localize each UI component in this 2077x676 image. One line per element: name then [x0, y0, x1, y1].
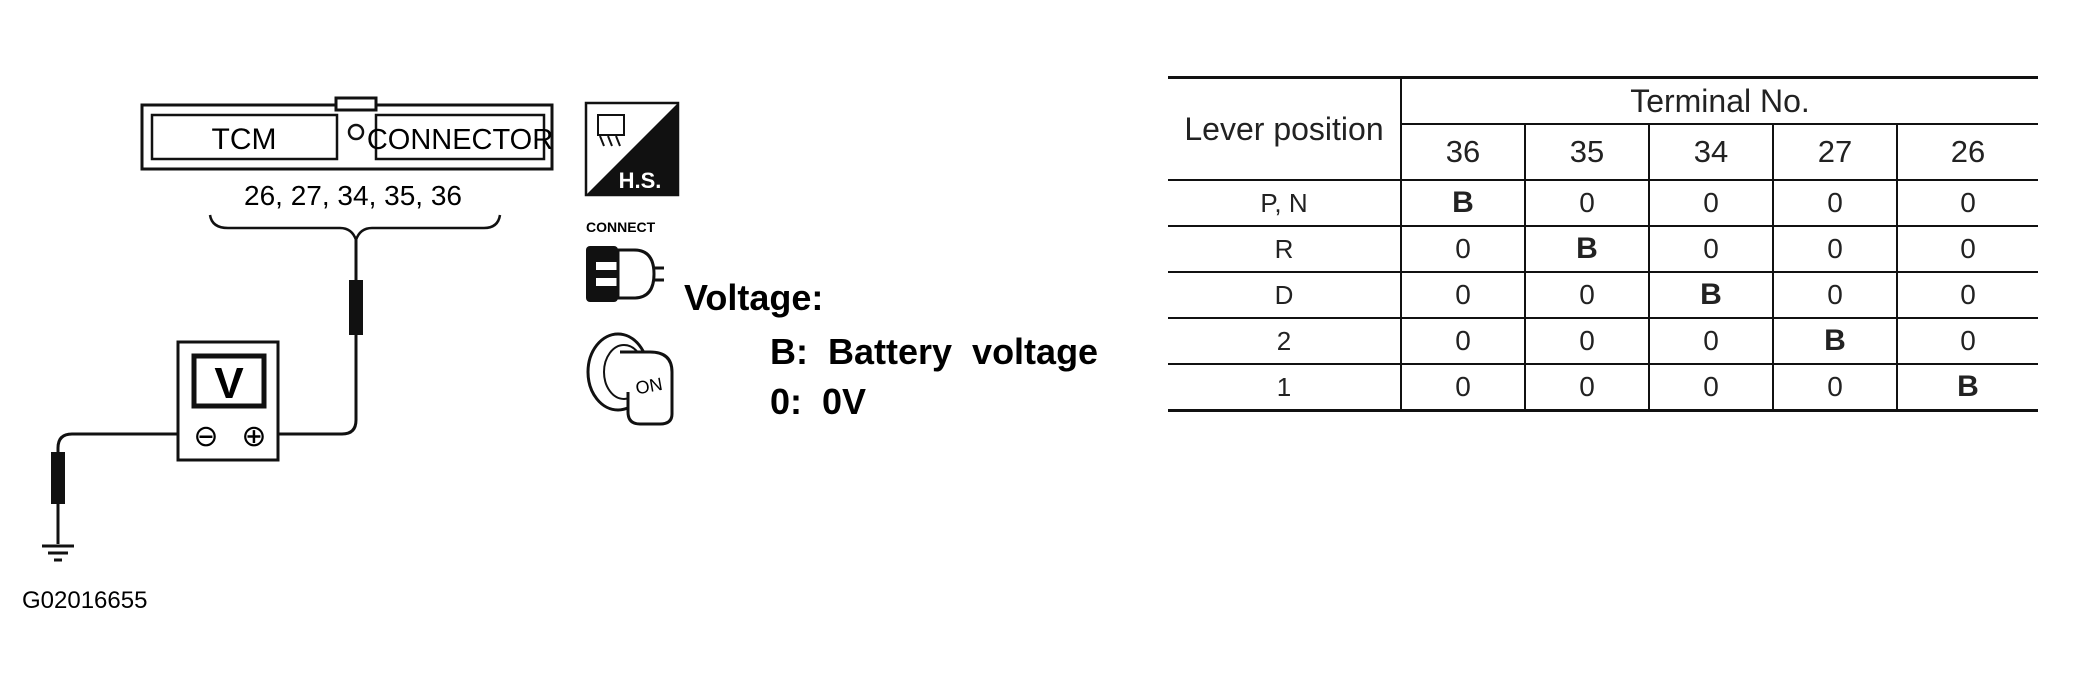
ignition-label: ON: [634, 374, 664, 398]
hs-icon: H.S.: [584, 101, 680, 197]
voltage-cell: 0: [1524, 317, 1650, 365]
voltage-cell: 0: [1400, 271, 1526, 319]
voltage-cell: 0: [1524, 363, 1650, 412]
terminal-column-header: 27: [1772, 123, 1898, 181]
terminal-column-header: 35: [1524, 123, 1650, 181]
lever-position-cell: 1: [1168, 363, 1402, 412]
terminal-voltage-table-wrapper: Lever position Terminal No. 36 35 34 27 …: [1168, 76, 2038, 412]
lever-position-cell: D: [1168, 271, 1402, 319]
voltage-cell: 0: [1772, 179, 1898, 227]
voltage-title: Voltage:: [684, 277, 823, 318]
voltage-cell: B: [1400, 179, 1526, 227]
connect-label: CONNECT: [586, 219, 656, 235]
voltage-cell: 0: [1648, 317, 1774, 365]
tcm-connector: TCM CONNECTOR: [140, 96, 554, 171]
terminal-column-header: 36: [1400, 123, 1526, 181]
figure-id: G02016655: [22, 587, 147, 614]
voltage-cell: 0: [1648, 179, 1774, 227]
voltage-cell: 0: [1400, 317, 1526, 365]
voltage-cell: 0: [1400, 225, 1526, 273]
terminal-column-header: 34: [1648, 123, 1774, 181]
lever-position-cell: P, N: [1168, 179, 1402, 227]
table-row: 1 0 0 0 0 B: [1168, 363, 2038, 412]
table-row: P, N B 0 0 0 0: [1168, 179, 2038, 227]
connect-icon: CONNECT: [586, 219, 664, 302]
terminal-brace: [208, 214, 502, 244]
plus-terminal: ⊕: [241, 419, 266, 454]
ignition-on-icon: ON: [586, 332, 674, 426]
lever-position-cell: R: [1168, 225, 1402, 273]
voltage-cell: 0: [1896, 225, 2038, 273]
voltage-cell: 0: [1896, 179, 2038, 227]
positive-probe: [349, 280, 363, 335]
terminal-column-header: 26: [1896, 123, 2038, 181]
voltage-cell: B: [1896, 363, 2038, 412]
volt-symbol: V: [214, 359, 244, 408]
voltage-cell: B: [1524, 225, 1650, 273]
terminal-no-header: Terminal No.: [1400, 76, 2038, 125]
voltage-cell: 0: [1524, 179, 1650, 227]
lever-position-header: Lever position: [1168, 76, 1402, 181]
tcm-label: TCM: [212, 123, 277, 156]
table-row: 2 0 0 0 B 0: [1168, 317, 2038, 365]
voltage-cell: B: [1772, 317, 1898, 365]
terminal-numbers: 26, 27, 34, 35, 36: [244, 180, 462, 211]
terminal-voltage-table: Lever position Terminal No. 36 35 34 27 …: [1168, 76, 2038, 412]
voltage-cell: 0: [1772, 225, 1898, 273]
voltage-cell: 0: [1648, 363, 1774, 412]
voltage-cell: 0: [1524, 271, 1650, 319]
table-row: R 0 B 0 0 0: [1168, 225, 2038, 273]
table-row: D 0 0 B 0 0: [1168, 271, 2038, 319]
lever-position-cell: 2: [1168, 317, 1402, 365]
negative-probe: [51, 452, 65, 504]
minus-terminal: ⊖: [193, 419, 218, 454]
voltage-cell: B: [1648, 271, 1774, 319]
voltage-cell: 0: [1772, 271, 1898, 319]
ground-icon: [42, 544, 74, 562]
voltage-cell: 0: [1648, 225, 1774, 273]
voltage-cell: 0: [1896, 271, 2038, 319]
voltage-cell: 0: [1400, 363, 1526, 412]
connector-label: CONNECTOR: [367, 124, 553, 156]
voltmeter: V ⊖ ⊕: [176, 340, 280, 462]
voltage-cell: 0: [1896, 317, 2038, 365]
hs-label: H.S.: [619, 168, 662, 193]
zero-volt-line: 0: 0V: [770, 381, 866, 422]
voltage-cell: 0: [1772, 363, 1898, 412]
battery-voltage-line: B: Battery voltage: [770, 331, 1098, 372]
